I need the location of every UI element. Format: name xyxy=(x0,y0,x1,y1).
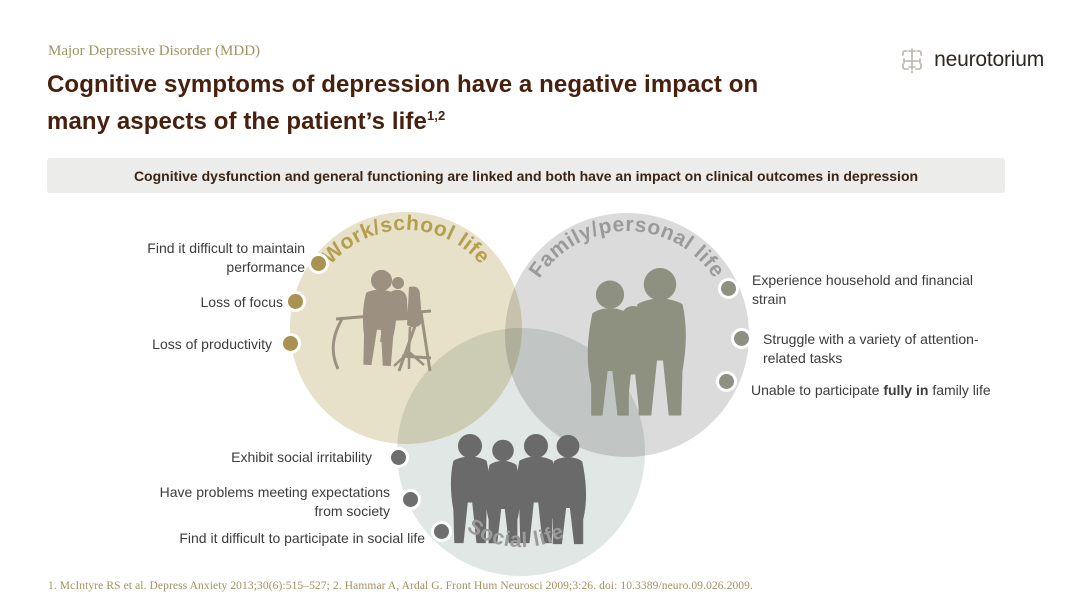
reference-footnote: 1. McIntyre RS et al. Depress Anxiety 20… xyxy=(48,580,753,592)
slide-title-line2: many aspects of the patient’s life xyxy=(47,108,427,135)
bullet-item-social-2: Have problems meeting expectations from … xyxy=(159,484,390,519)
slide-eyebrow: Major Depressive Disorder (MDD) xyxy=(48,43,261,59)
brain-grid-icon xyxy=(902,48,922,74)
bullet-item-work-3: Loss of productivity xyxy=(152,336,272,352)
bullet-dot-social-3 xyxy=(430,520,452,542)
bullet-dot-family-2 xyxy=(730,327,752,349)
bullet-item-social-1: Exhibit social irritability xyxy=(231,449,372,465)
bullet-dot-work-1 xyxy=(307,252,329,274)
work-silhouette-icon xyxy=(331,269,432,372)
family-item3-post: family life xyxy=(928,382,991,398)
neurotorium-logo: neurotorium xyxy=(897,45,1044,75)
slide-title: Cognitive symptoms of depression have a … xyxy=(47,69,877,137)
key-message-text: Cognitive dysfunction and general functi… xyxy=(133,167,919,184)
logo-text: neurotorium xyxy=(934,48,1044,71)
bullet-dot-family-3 xyxy=(715,370,737,392)
bullet-item-family-2: Struggle with a variety of attention-rel… xyxy=(763,331,979,366)
bullet-dot-family-1 xyxy=(717,277,739,299)
bullet-item-social-3: Find it difficult to participate in soci… xyxy=(179,530,425,546)
bullet-item-family-1: Experience household and financial strai… xyxy=(752,272,974,307)
bullet-dot-social-1 xyxy=(387,446,409,468)
bullet-dot-social-2 xyxy=(399,488,421,510)
title-superscript: 1,2 xyxy=(426,108,446,123)
bullet-item-family-3: Unable to participate fully in family li… xyxy=(751,381,996,400)
bullet-dot-work-3 xyxy=(279,332,301,354)
slide-title-line1: Cognitive symptoms of depression have a … xyxy=(47,71,759,98)
bullet-dot-work-2 xyxy=(284,290,306,312)
bullet-item-work-1: Find it difficult to maintain performanc… xyxy=(147,240,305,275)
family-item3-pre: Unable to participate xyxy=(751,382,884,398)
family-item3-bold: fully in xyxy=(883,382,929,398)
bullet-item-work-2: Loss of focus xyxy=(200,294,284,310)
key-message-banner: Cognitive dysfunction and general functi… xyxy=(47,158,1005,193)
